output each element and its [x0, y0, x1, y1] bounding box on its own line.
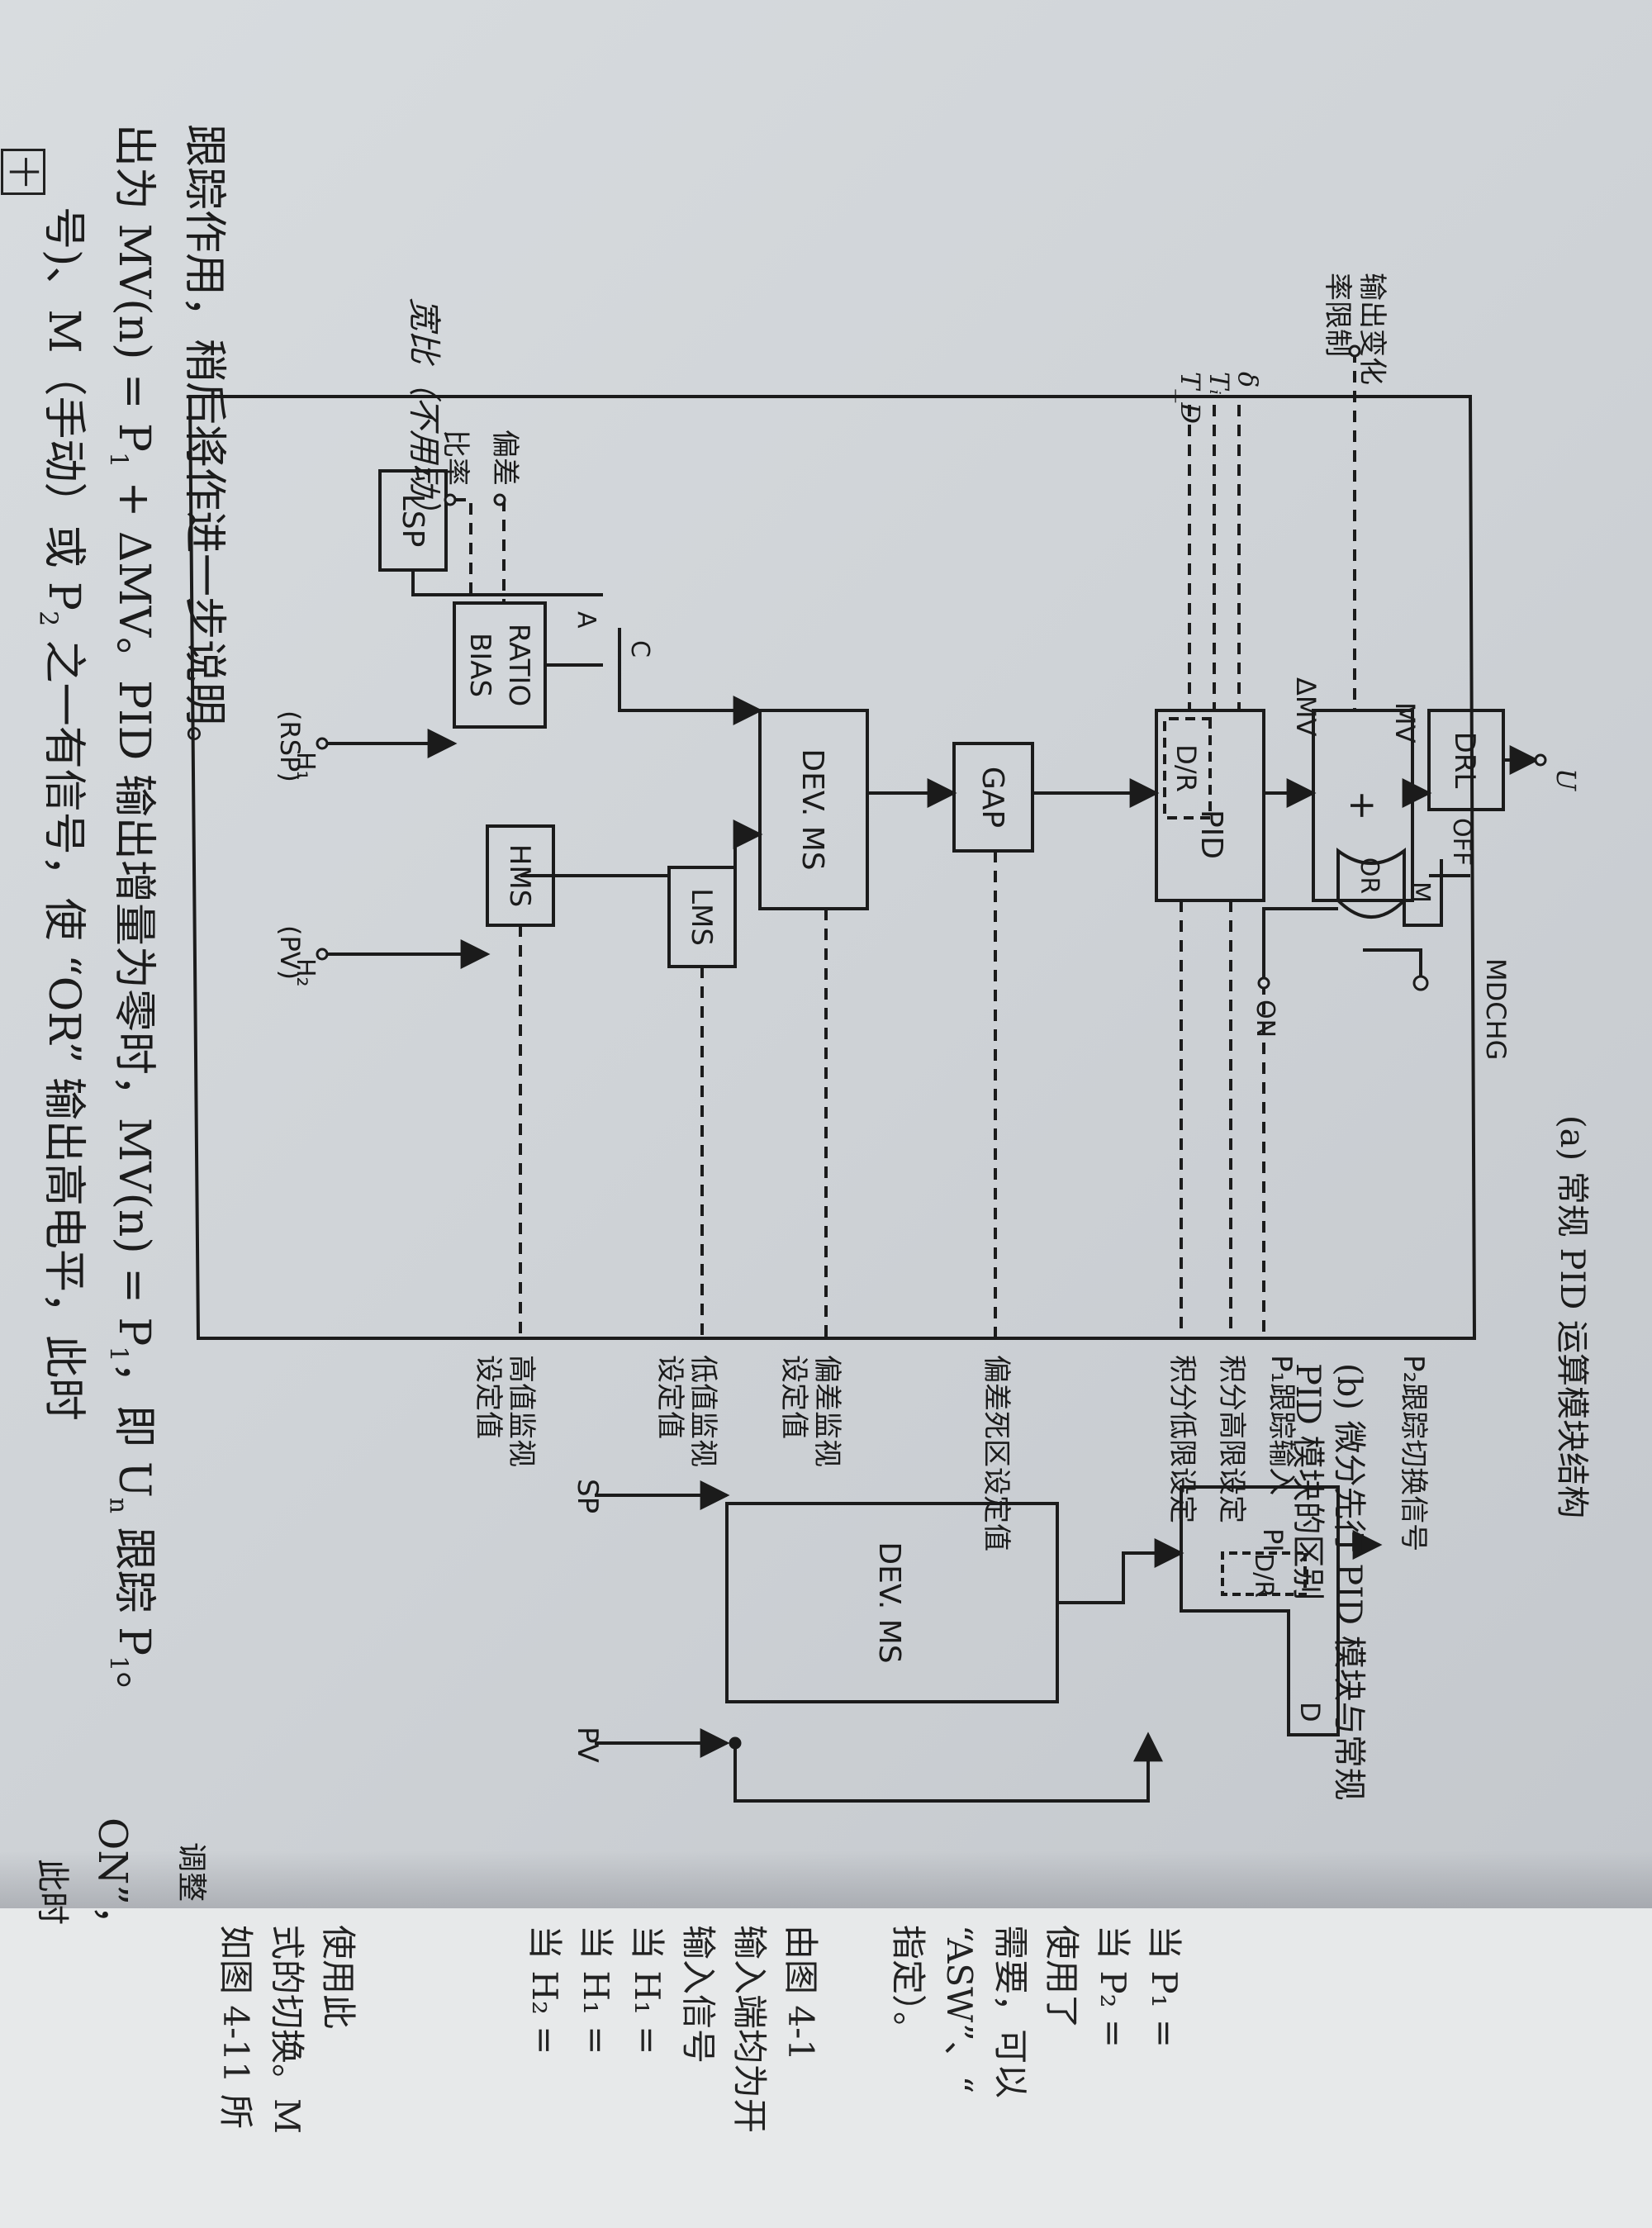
drl-label: DRL	[1448, 732, 1481, 789]
hms-setting-line2: 设定值	[472, 1355, 505, 1439]
terminal-drl	[1348, 344, 1361, 358]
off-label: OFF	[1447, 818, 1476, 866]
or-gate-shape	[1336, 848, 1406, 919]
b-d-label: D	[1294, 1702, 1326, 1722]
ratio-input-label: 比率	[439, 430, 472, 486]
pid-label: PID	[1194, 810, 1228, 859]
dev-ms-block	[758, 709, 869, 910]
top-right-on: ON”，	[89, 1817, 135, 1945]
top-right-ci: 此时	[33, 1859, 71, 1925]
dr-label: D/R	[1170, 744, 1202, 792]
right-p1-adjust: 调整	[174, 1842, 208, 1902]
terminal-ratio	[444, 493, 457, 506]
b-sp-label: SP	[571, 1479, 604, 1513]
caption-b-line2: PID 模块的区别	[1289, 1363, 1327, 1601]
u-label: U	[1550, 768, 1582, 791]
lms-label: LMS	[685, 888, 718, 946]
dev-setting-line2: 设定值	[777, 1355, 810, 1439]
b-dr-label: D/R	[1249, 1553, 1278, 1598]
b-pi-label: PI	[1257, 1528, 1289, 1552]
hms-label: HMS	[503, 844, 536, 907]
terminal-pv	[316, 948, 329, 961]
b-pi-dr-subbox	[1221, 1551, 1307, 1596]
m-box	[1403, 859, 1443, 927]
bias-label: BIAS	[463, 633, 496, 697]
caption-a: (a) 常规 PID 运算模块结构	[1553, 1115, 1591, 1518]
terminal-u	[1534, 753, 1547, 767]
ratio-dash	[454, 498, 472, 603]
pid-low-label: 积分低限设定	[1165, 1355, 1199, 1523]
b-dev-pi-line	[1057, 1538, 1184, 1604]
p2-line	[1363, 948, 1422, 983]
lms-dev-line	[733, 819, 763, 917]
pid-dr-subbox	[1163, 717, 1212, 819]
h1-label: H₁	[291, 752, 320, 781]
rsp-label: (RSP)	[274, 710, 306, 782]
switch-c-label: C	[625, 640, 654, 658]
p2-track-label: P₂跟踪切换信号	[1397, 1355, 1430, 1551]
ti-label: Tᵢ	[1203, 372, 1235, 395]
b-dev-ms-label: DEV. MS	[872, 1542, 906, 1663]
delta-label: δ	[1232, 372, 1264, 387]
ratio-label: RATIO	[502, 624, 535, 706]
b-pv-d-line	[733, 1732, 1163, 1803]
delta-mv-label: ΔMV	[1290, 677, 1322, 737]
or-label: OR	[1355, 857, 1384, 894]
mdchg-label: MDCHG	[1480, 958, 1512, 1060]
switch-dev-line	[618, 628, 763, 725]
gap-label: GAP	[976, 767, 1009, 828]
b-pv-label: PV	[571, 1727, 604, 1763]
mv-label: MV	[1389, 702, 1421, 743]
lsp-switch-line	[411, 570, 603, 596]
switch-a-label: A	[572, 611, 601, 629]
drl-input-line2: 率限制	[1321, 273, 1354, 357]
pv-label: (PV)	[274, 925, 306, 980]
terminal-rsp	[316, 737, 329, 750]
pid-high-label: 积分高限设定	[1215, 1355, 1248, 1523]
terminal-on	[1257, 976, 1270, 990]
terminal-p2	[1412, 975, 1429, 991]
caption-b-line1: (b) 微分先行 PID 模块与常规	[1330, 1363, 1368, 1801]
lsp-label: LSP	[396, 494, 430, 548]
on-label: ON	[1251, 1000, 1279, 1038]
b-pv-junction	[729, 1736, 742, 1750]
diagram-a-frame	[188, 395, 1477, 1340]
m-label: M	[1406, 881, 1435, 903]
drl-input-line1: 输出变化	[1355, 273, 1389, 385]
gap-setting-label: 偏差死区设定值	[980, 1355, 1013, 1551]
hms-setting-line1: 高值监视	[505, 1355, 538, 1467]
lms-setting-line1: 低值监视	[686, 1355, 719, 1467]
lms-setting-line2: 设定值	[653, 1355, 686, 1439]
dev-ms-label: DEV. MS	[795, 748, 829, 870]
dev-setting-line1: 偏差监视	[810, 1355, 843, 1467]
p1-track-label: P₁跟踪输入	[1265, 1355, 1298, 1495]
b-pid-outer	[1180, 1485, 1340, 1736]
td-label: T_D	[1175, 372, 1206, 424]
handwritten-note: 宽比（不用动）	[405, 297, 443, 529]
on-off-line	[1262, 907, 1338, 983]
adder-label: +	[1341, 791, 1384, 821]
h2-label: H₂	[291, 958, 320, 987]
bias-input-label: 偏差	[488, 430, 521, 486]
terminal-bias	[493, 493, 506, 506]
